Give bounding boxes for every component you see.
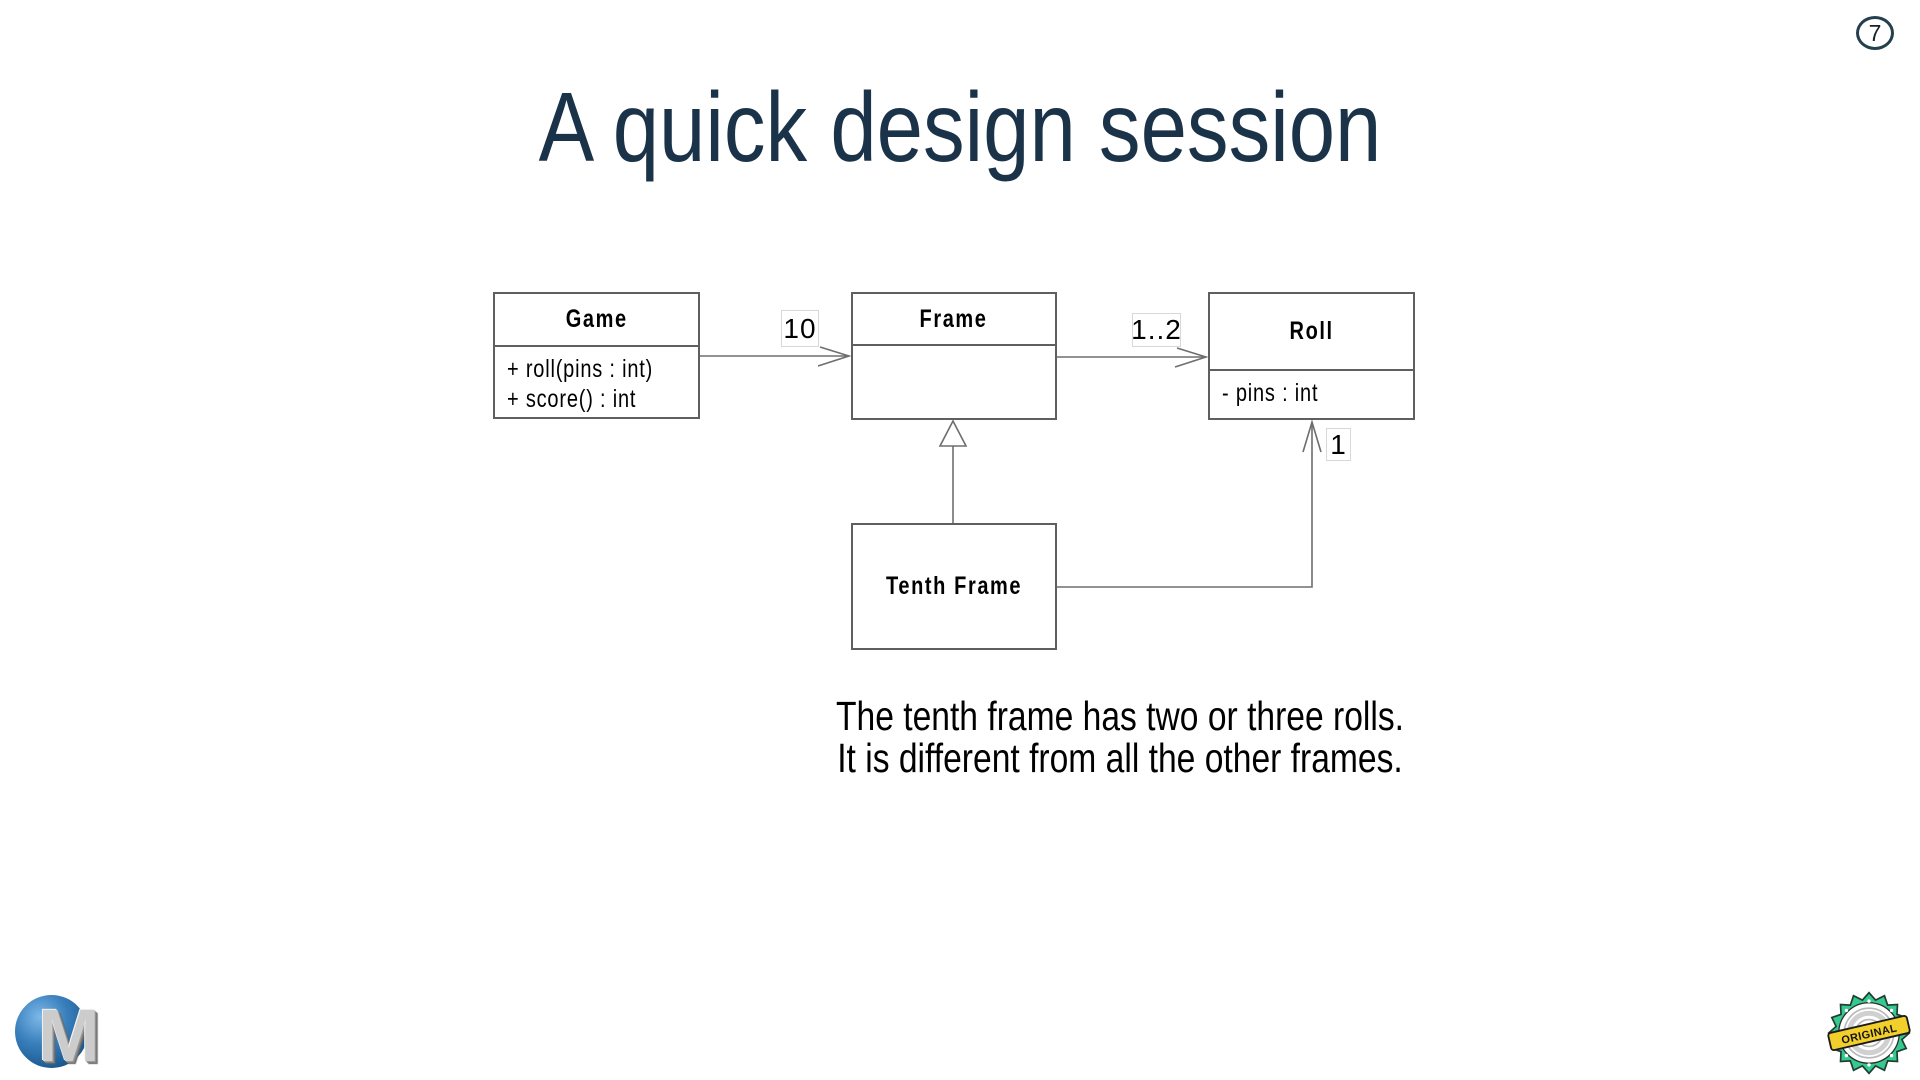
class-name-frame: Frame [853,294,1055,346]
association-frame-roll [1057,347,1209,368]
class-members-game: + roll(pins : int) + score() : int [495,347,698,417]
page-number: 7 [1868,19,1882,46]
class-box-roll: Roll - pins : int [1208,292,1415,420]
class-box-tenth-frame: Tenth Frame [851,523,1057,650]
association-game-frame [700,346,852,367]
class-name-tenth-frame: Tenth Frame [885,572,1023,600]
slide-title: A quick design session [538,72,1382,182]
multiplicity-label-frame-roll: 1..2 [1131,313,1182,347]
class-box-frame: Frame [851,292,1057,420]
class-box-game: Game + roll(pins : int) + score() : int [493,292,700,419]
caption-line-2: It is different from all the other frame… [837,735,1403,781]
logo-m-letter: M [38,994,100,1077]
class-members-frame [853,346,1055,418]
class-member: + roll(pins : int) [507,355,654,383]
blue-sphere-icon [15,995,88,1068]
class-member: - pins : int [1222,379,1319,407]
class-members-roll: - pins : int [1210,371,1413,418]
object-mentor-logo: M [14,993,114,1080]
caption: The tenth frame has two or three rolls. … [770,695,1470,779]
class-member: + score() : int [507,385,637,413]
multiplicity-label-game-frame: 10 [781,310,819,347]
multiplicity-label-tenthframe-roll: 1 [1326,428,1351,461]
generalization-tenthframe-frame [938,419,968,523]
original-badge-icon: ORIGINAL [1827,991,1911,1075]
page-number-badge: 7 [1856,16,1894,50]
caption-line-1: The tenth frame has two or three rolls. [835,693,1405,739]
class-name-roll: Roll [1210,294,1413,371]
class-name-game: Game [495,294,698,347]
association-tenthframe-roll [1057,419,1322,588]
